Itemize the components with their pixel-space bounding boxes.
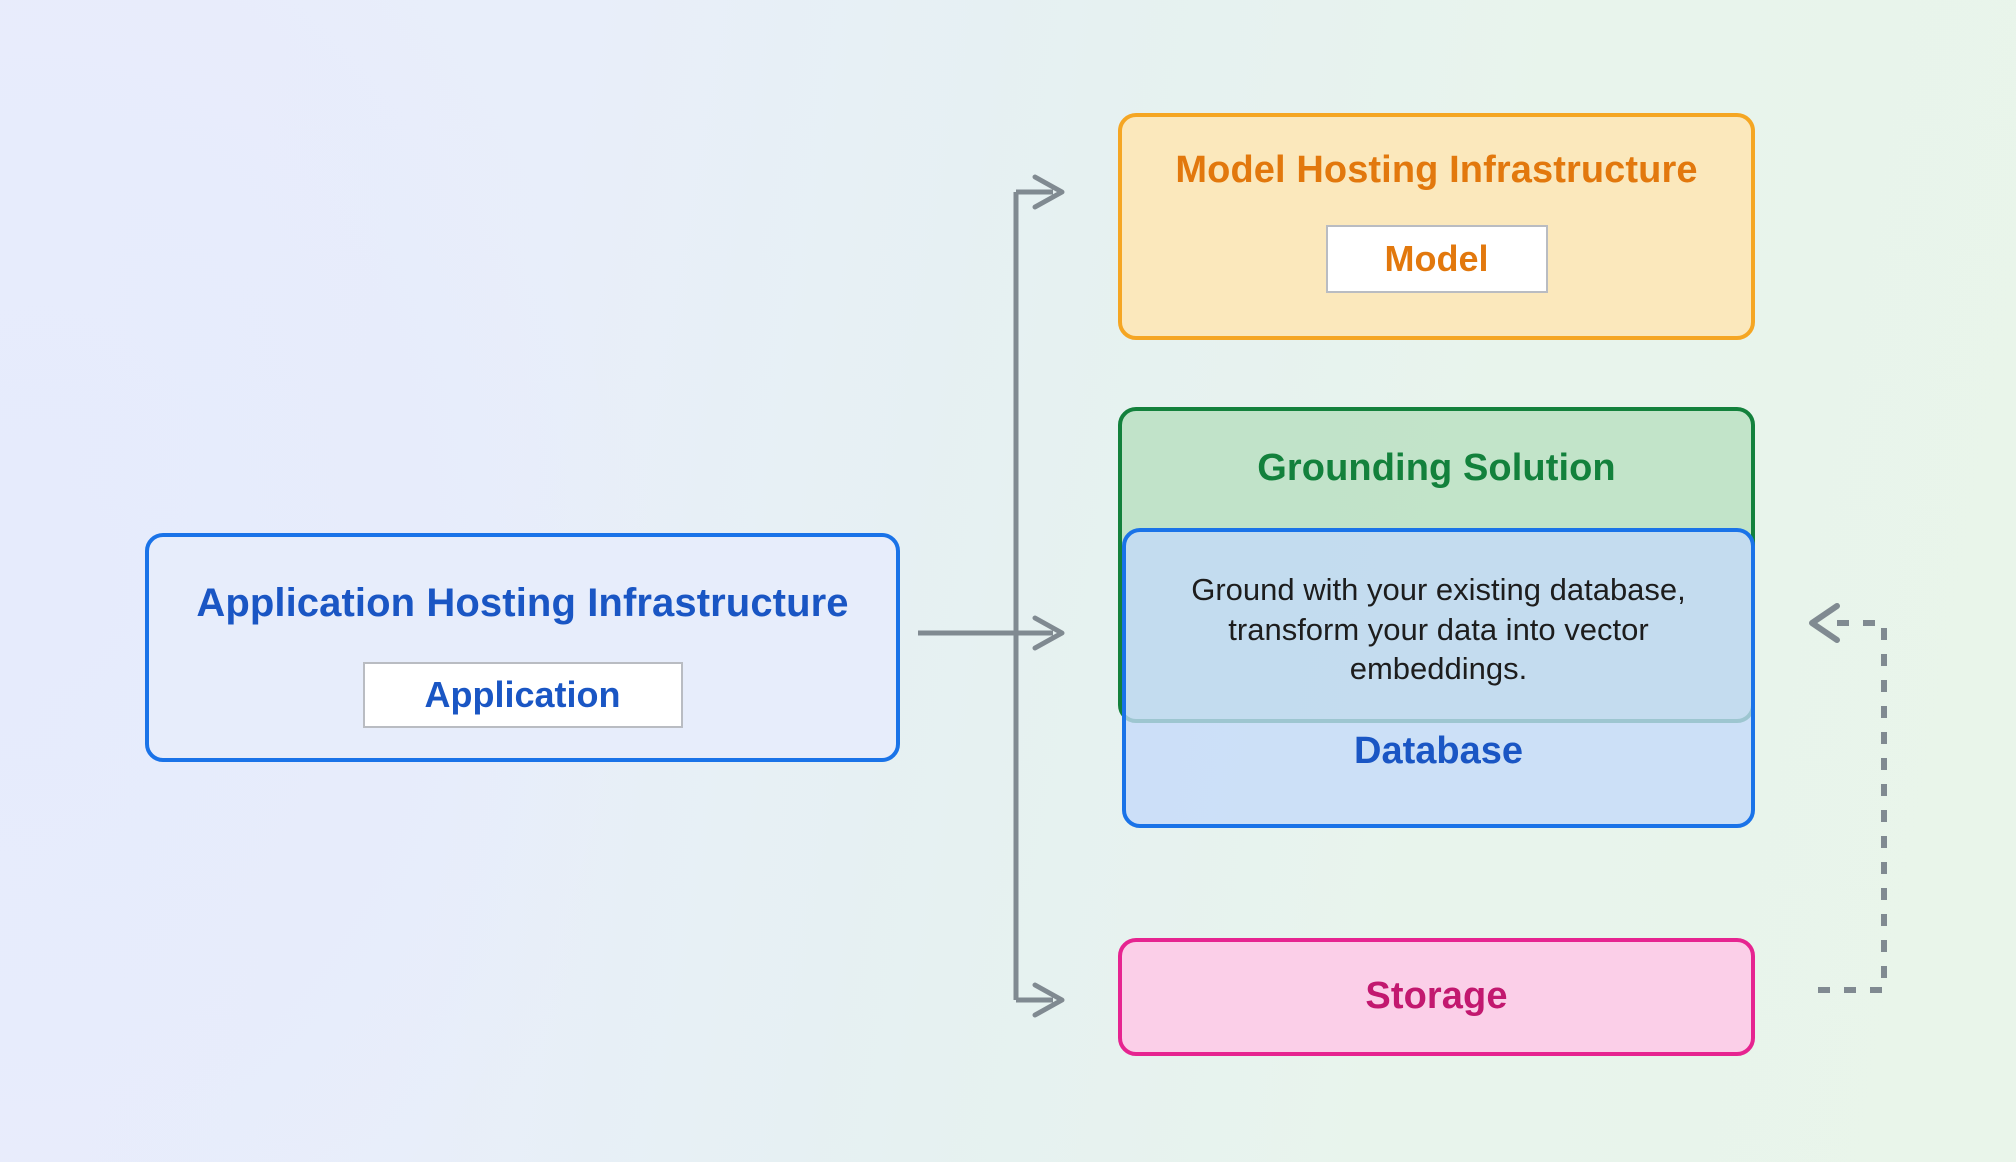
database-box[interactable]: Ground with your existing database, tran… — [1122, 528, 1755, 828]
storage-box[interactable]: Storage — [1118, 938, 1755, 1056]
model-chip[interactable]: Model — [1325, 224, 1548, 293]
fanout-connector — [918, 189, 1053, 1003]
storage-title: Storage — [1365, 975, 1508, 1018]
fanout-arrowheads — [1032, 174, 1065, 1018]
arrowhead-return-icon — [1809, 603, 1840, 643]
return-connector — [1818, 620, 1887, 993]
return-arrowhead — [1809, 603, 1840, 643]
grounding-description-text: Ground with your existing database, tran… — [1191, 572, 1686, 687]
application-hosting-title: Application Hosting Infrastructure — [196, 581, 849, 625]
arrowhead-to-model-icon — [1032, 174, 1065, 210]
database-title: Database — [1354, 730, 1523, 772]
model-chip-label: Model — [1384, 237, 1489, 279]
grounding-solution-title: Grounding Solution — [1257, 447, 1616, 489]
model-hosting-title: Model Hosting Infrastructure — [1175, 149, 1698, 191]
arrowhead-to-storage-icon — [1032, 982, 1065, 1018]
model-hosting-infrastructure-box[interactable]: Model Hosting Infrastructure Model — [1118, 113, 1755, 340]
application-chip[interactable]: Application — [362, 662, 683, 728]
return-path — [1818, 620, 1887, 993]
arrowhead-to-grounding-icon — [1032, 615, 1065, 651]
application-hosting-infrastructure-box[interactable]: Application Hosting Infrastructure Appli… — [145, 533, 900, 762]
application-chip-label: Application — [424, 674, 621, 715]
